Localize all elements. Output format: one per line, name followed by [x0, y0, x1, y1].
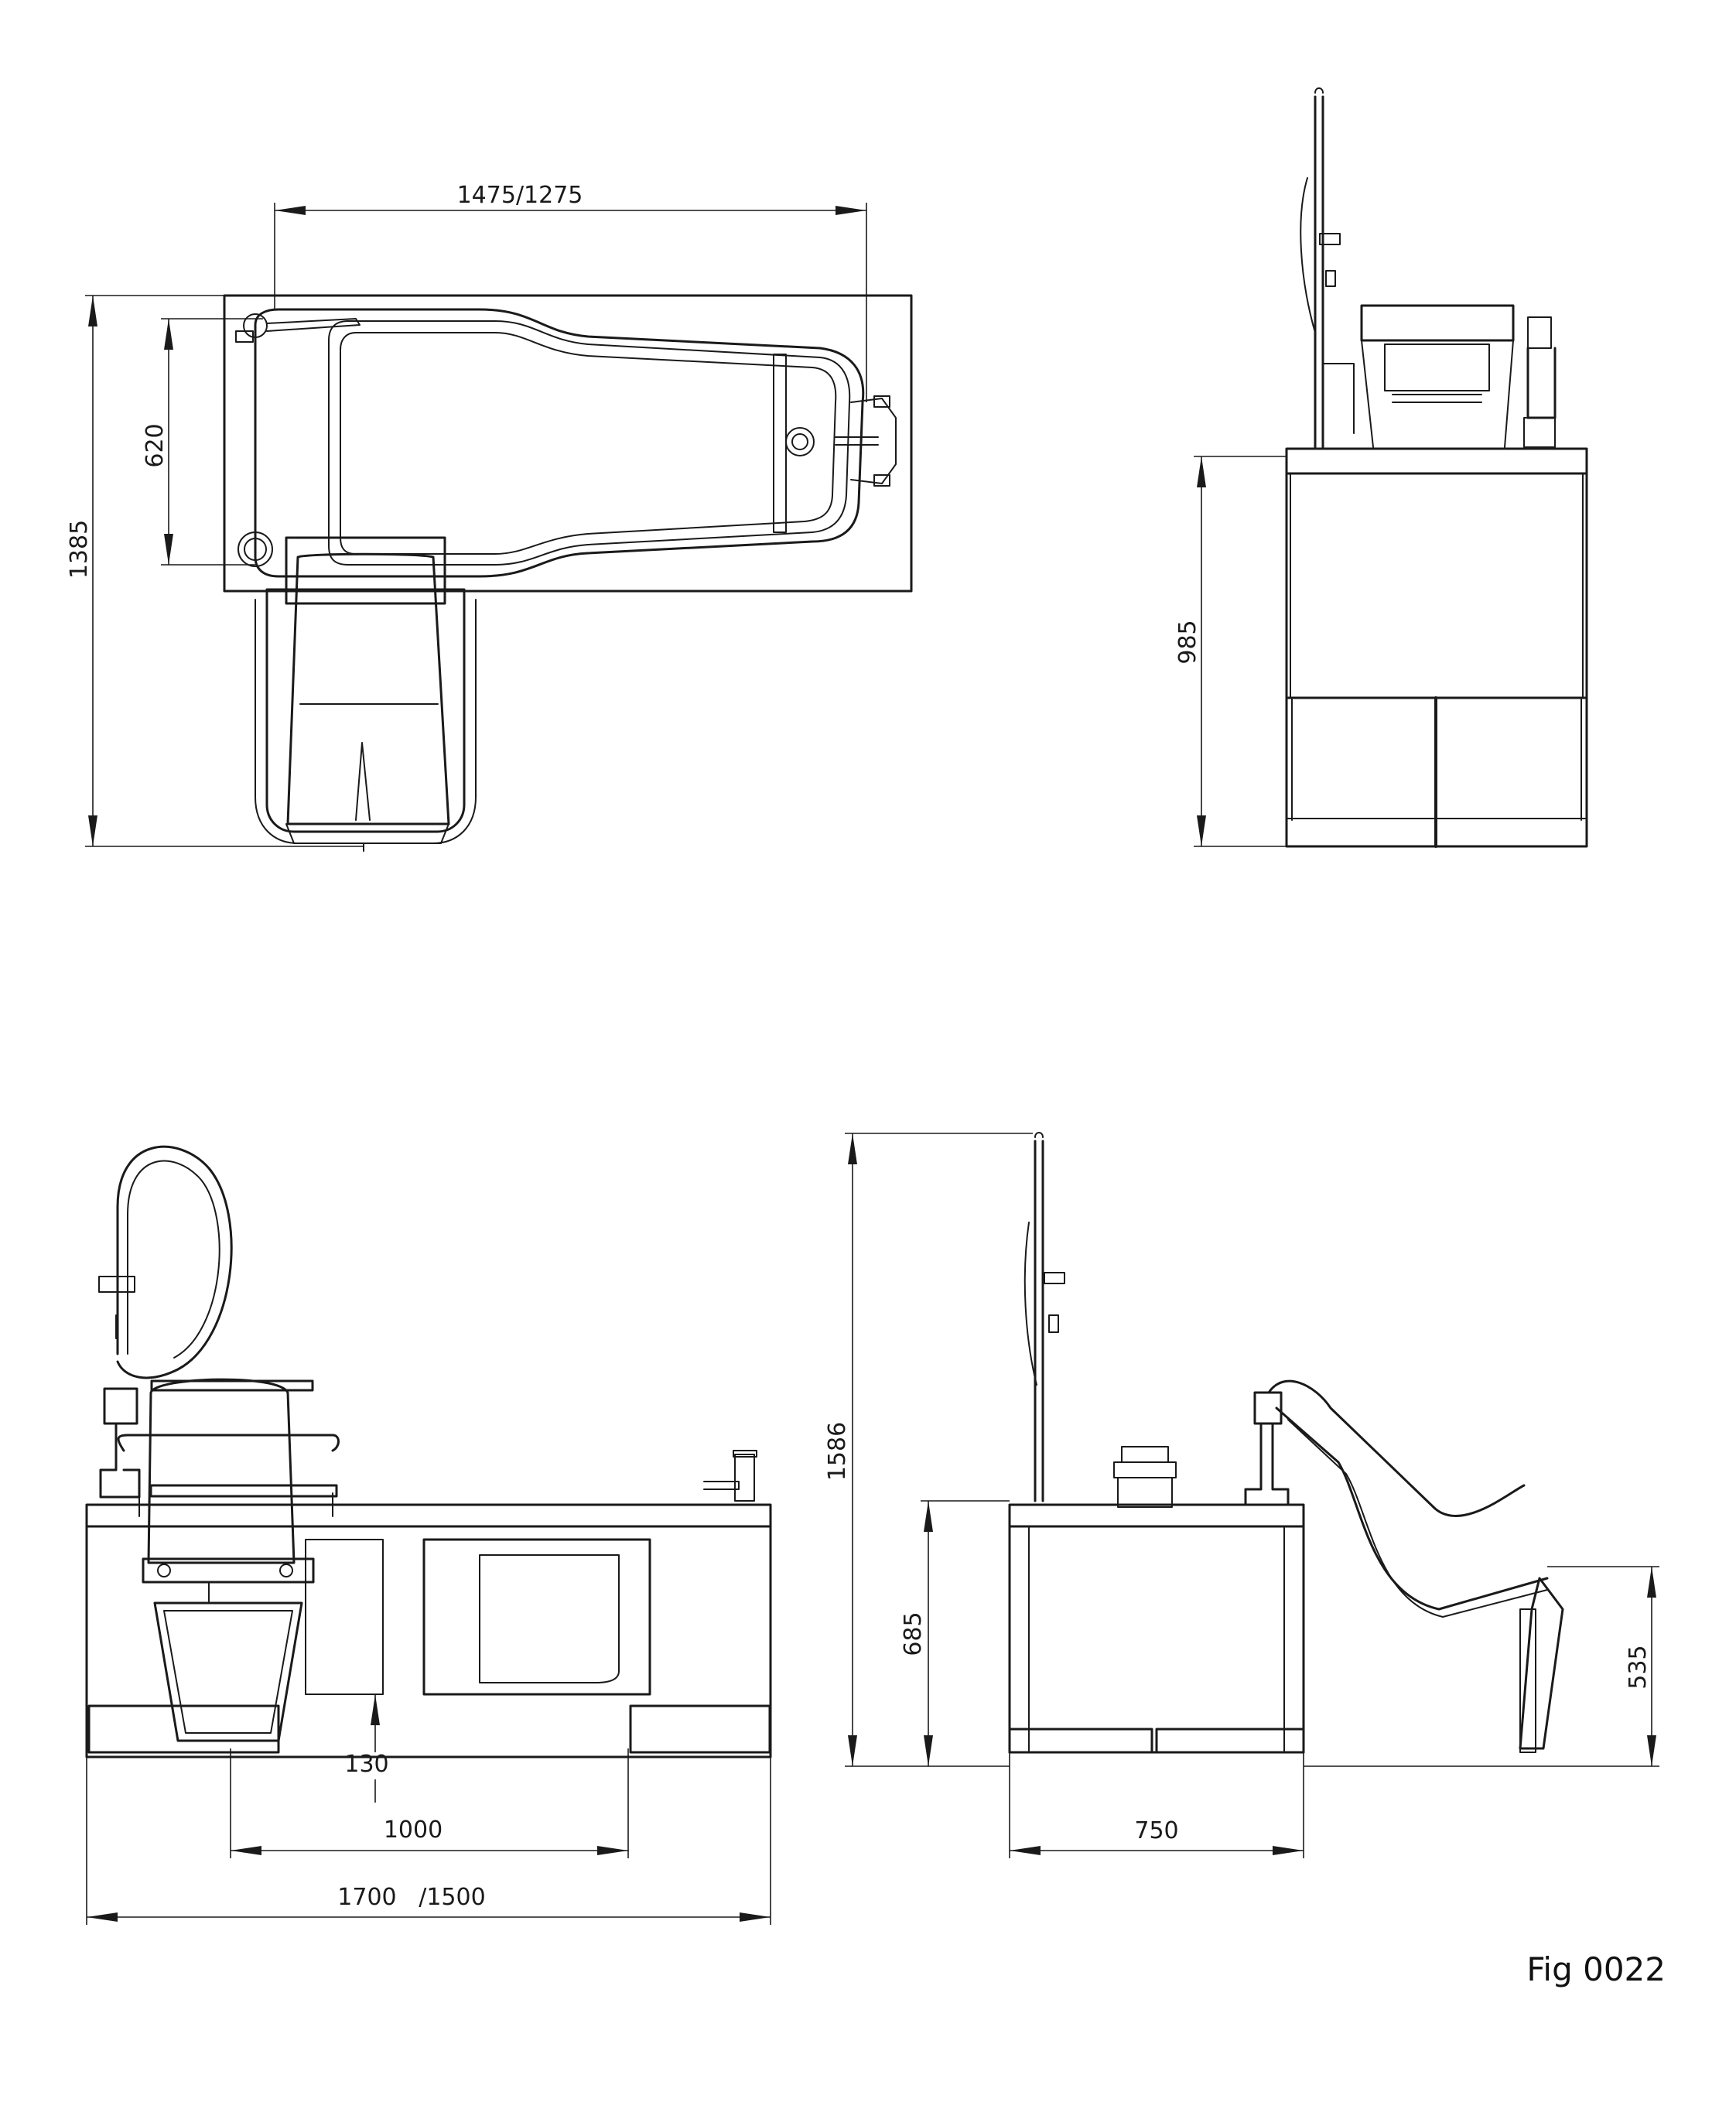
dim-side-overall: 1700 /1500 [337, 1884, 485, 1911]
dimension-lines [85, 203, 1659, 1925]
dim-end-width: 750 [1134, 1817, 1178, 1844]
dim-top-inner-width: 620 [142, 423, 169, 467]
dim-top-overall-width: 1385 [66, 520, 93, 579]
dim-lift-height: 535 [1625, 1645, 1652, 1689]
dim-top-length: 1475/1275 [457, 182, 583, 209]
dim-end-height: 985 [1174, 620, 1201, 664]
figure-label: Fig 0022 [1526, 1950, 1666, 1988]
dim-total-height: 1586 [824, 1422, 851, 1481]
dim-side-inner: 1000 [384, 1817, 443, 1844]
side-view [85, 1145, 772, 1759]
end-view-upper [1285, 87, 1588, 848]
end-view-lower [1008, 1132, 1564, 1754]
plan-view [223, 294, 913, 852]
dim-rim-height: 685 [900, 1612, 927, 1656]
dim-side-seat: 130 [344, 1751, 388, 1778]
